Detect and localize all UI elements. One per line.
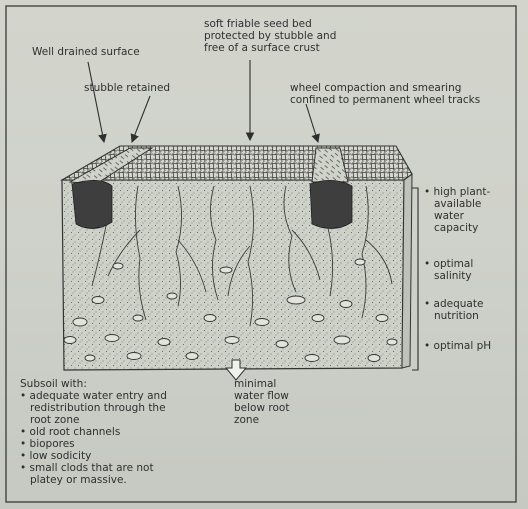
salinity-label: optimal salinity — [424, 258, 473, 282]
well-drained-label: Well drained surface — [32, 46, 140, 58]
wheel-compaction-label: wheel compaction and smearing confined t… — [290, 82, 480, 106]
nutrition-label: adequate nutrition — [424, 298, 483, 322]
subsoil-item: small clods that are not platey or massi… — [20, 462, 167, 486]
seed-bed-label: soft friable seed bed protected by stubb… — [204, 18, 336, 54]
subsoil-item: adequate water entry and redistribution … — [20, 390, 167, 426]
subsoil-item: biopores — [20, 438, 167, 450]
subsoil-list: adequate water entry and redistribution … — [20, 390, 167, 486]
subsoil-item: old root channels — [20, 426, 167, 438]
subsoil-item: low sodicity — [20, 450, 167, 462]
subsoil-notes: Subsoil with: adequate water entry and r… — [20, 378, 167, 486]
ph-label: optimal pH — [424, 340, 491, 352]
water-capacity-label: high plant- available water capacity — [424, 186, 490, 234]
stubble-label: stubble retained — [84, 82, 170, 94]
water-flow-label: minimal water flow below root zone — [234, 378, 289, 426]
subsoil-heading: Subsoil with: — [20, 378, 167, 390]
